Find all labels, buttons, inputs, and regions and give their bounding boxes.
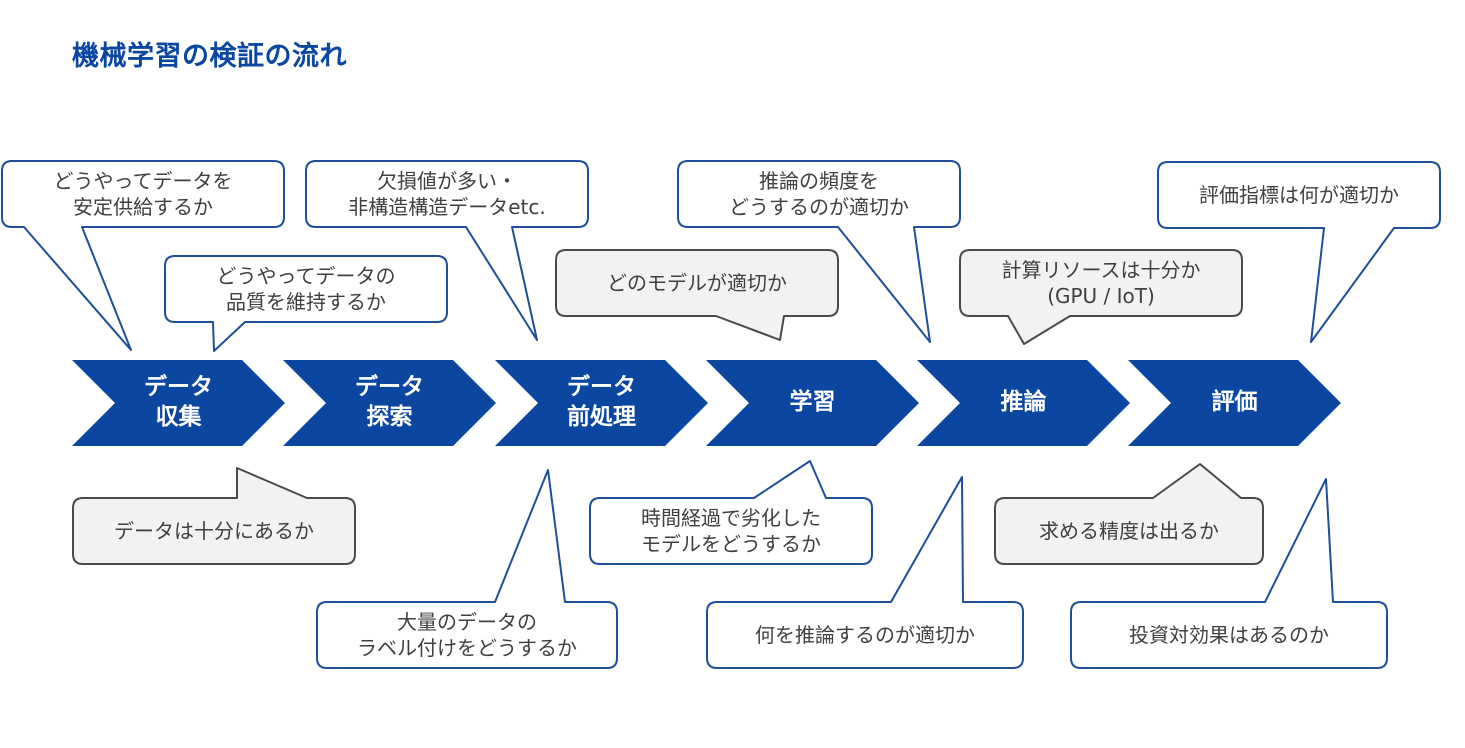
callout-accuracy-bubble xyxy=(994,463,1264,565)
step-evaluation-chevron xyxy=(1128,360,1341,446)
callout-missing-bubble xyxy=(305,160,589,341)
callout-metrics-bubble xyxy=(1157,161,1441,343)
step-training-chevron xyxy=(706,360,919,446)
step-data-exploration-chevron xyxy=(283,360,496,446)
callout-roi-bubble xyxy=(1070,478,1388,669)
callout-labeling-bubble xyxy=(316,469,618,669)
step-data-preprocessing-chevron xyxy=(495,360,708,446)
callout-supply-bubble xyxy=(1,160,285,351)
step-inference-chevron xyxy=(917,360,1130,446)
callout-degradation-bubble xyxy=(589,460,873,565)
callout-frequency-bubble xyxy=(677,160,961,343)
callout-enough-data-bubble xyxy=(72,467,356,565)
callout-resources-bubble xyxy=(959,249,1243,345)
page-title: 機械学習の検証の流れ xyxy=(72,41,347,72)
step-data-collection-chevron xyxy=(72,360,285,446)
callout-quality-bubble xyxy=(164,255,448,352)
callout-model-bubble xyxy=(555,249,839,341)
callout-what-infer-bubble xyxy=(706,476,1024,669)
